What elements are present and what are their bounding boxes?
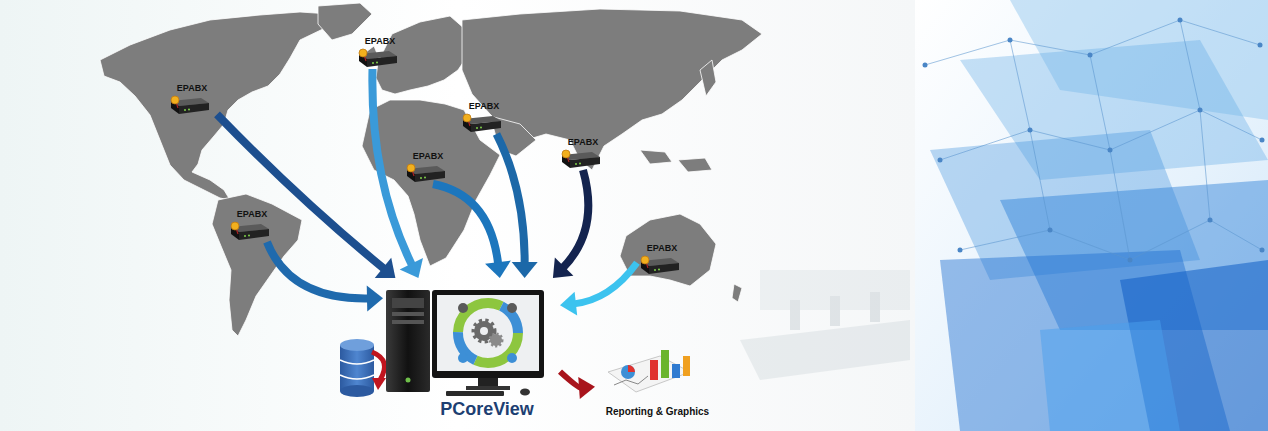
push-pin	[359, 49, 367, 57]
background	[0, 0, 915, 431]
epabx-node: EPABX	[459, 101, 509, 134]
arrow-head	[560, 292, 577, 316]
arrow-head	[375, 258, 396, 278]
flow-arrow	[267, 242, 383, 311]
flow-line	[433, 184, 498, 264]
epabx-device-icon	[637, 254, 681, 276]
flow-line	[560, 372, 581, 388]
arrow-head	[400, 258, 423, 278]
server-tower	[386, 290, 430, 392]
device-front	[570, 157, 600, 168]
push-pin	[171, 96, 179, 104]
flow-line	[267, 242, 369, 298]
device-front	[367, 56, 397, 67]
device-led	[376, 62, 378, 64]
epabx-node: EPABX	[355, 36, 405, 69]
flow-line	[497, 134, 525, 264]
epabx-node: EPABX	[558, 137, 608, 170]
device-label: EPABX	[403, 151, 453, 162]
monitor	[432, 290, 544, 396]
push-pin	[463, 114, 471, 122]
flow-arrow	[553, 170, 588, 278]
device-front	[471, 121, 501, 132]
device-label: EPABX	[355, 36, 405, 47]
flow-arrow	[560, 372, 595, 399]
output-label: Reporting & Graphics	[606, 406, 709, 417]
device-led	[372, 62, 374, 64]
product-name: PCoreView	[440, 399, 534, 420]
pcoreview-system: PCoreView	[383, 278, 560, 422]
epabx-device-icon	[227, 220, 271, 242]
epabx-device-icon	[403, 162, 447, 184]
device-label: EPABX	[637, 243, 687, 254]
arrow-head	[485, 261, 511, 278]
flow-arrow	[560, 263, 637, 316]
flow-line	[372, 69, 412, 265]
push-pin	[231, 222, 239, 230]
device-label: EPABX	[558, 137, 608, 148]
device-led	[420, 177, 422, 179]
arrow-head	[553, 257, 573, 278]
arrow-head	[367, 285, 383, 311]
flow-line	[563, 170, 589, 268]
epabx-device-icon	[459, 112, 503, 134]
device-front	[649, 263, 679, 274]
device-led	[188, 109, 190, 111]
epabx-node: EPABX	[403, 151, 453, 184]
device-led	[476, 127, 478, 129]
push-pin	[641, 256, 649, 264]
device-led	[248, 235, 250, 237]
device-front	[415, 171, 445, 182]
device-front	[239, 229, 269, 240]
device-led	[480, 127, 482, 129]
arrow-head	[578, 377, 595, 399]
epabx-node: EPABX	[167, 83, 217, 116]
meeting-room	[740, 270, 910, 380]
database-icon	[340, 339, 386, 397]
epabx-device-icon	[167, 94, 211, 116]
reporting-node: Reporting & Graphics	[595, 345, 720, 421]
device-label: EPABX	[167, 83, 217, 94]
device-led	[244, 235, 246, 237]
push-pin	[562, 150, 570, 158]
device-led	[424, 177, 426, 179]
epabx-device-icon	[355, 47, 399, 69]
world-map	[100, 3, 762, 336]
epabx-device-icon	[558, 148, 602, 170]
flow-line	[574, 263, 637, 304]
device-led	[575, 163, 577, 165]
push-pin	[407, 164, 415, 172]
device-label: EPABX	[459, 101, 509, 112]
device-led	[579, 163, 581, 165]
device-label: EPABX	[227, 209, 277, 220]
flow-arrow	[497, 134, 538, 278]
flow-line	[217, 114, 385, 269]
flow-arrow	[433, 184, 511, 278]
device-led	[184, 109, 186, 111]
arrow-head	[512, 262, 538, 278]
report-chart-icon	[608, 350, 690, 392]
epabx-node: EPABX	[227, 209, 277, 242]
abstract-panel	[915, 0, 1268, 431]
device-front	[179, 103, 209, 114]
device-led	[658, 269, 660, 271]
flow-arrow	[217, 114, 395, 278]
device-led	[654, 269, 656, 271]
epabx-node: EPABX	[637, 243, 687, 276]
